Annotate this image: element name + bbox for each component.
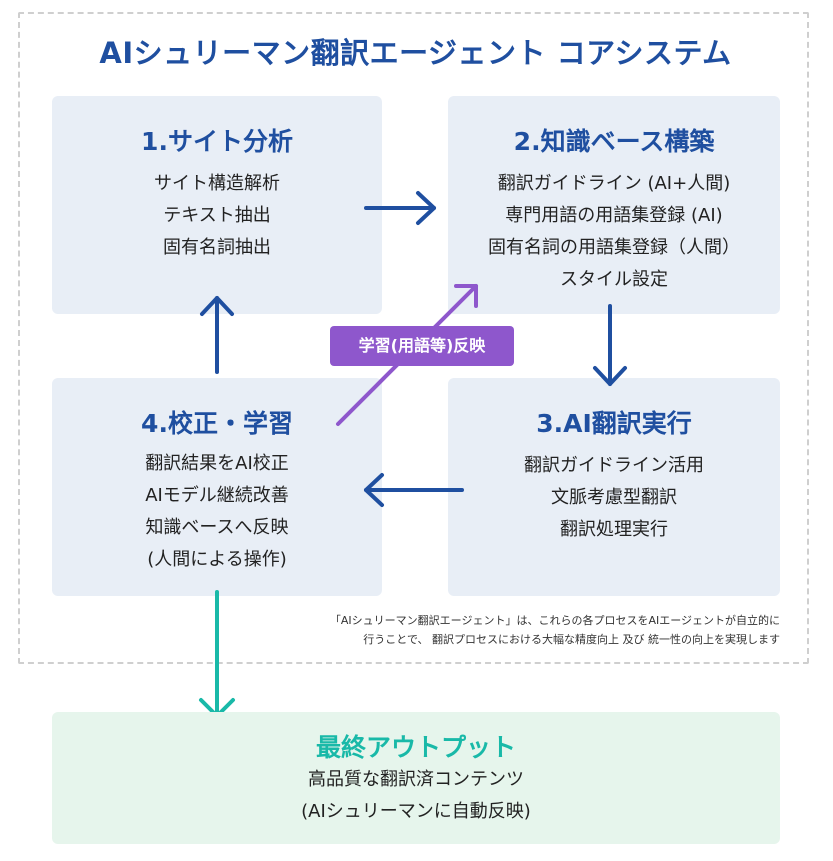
core-system-frame bbox=[18, 12, 809, 664]
step-box-proofread-learn: 4.校正・学習 翻訳結果をAI校正 AIモデル継続改善 知識ベースへ反映 (人間… bbox=[52, 378, 382, 596]
step-heading: 4.校正・学習 bbox=[141, 409, 293, 438]
note-line: 行うことで、 翻訳プロセスにおける大幅な精度向上 及び 統一性の向上を実現します bbox=[363, 633, 780, 646]
step-line: サイト構造解析 bbox=[154, 173, 280, 194]
step-line: 翻訳ガイドライン (AI+人間) bbox=[497, 173, 731, 194]
step-line: 文脈考慮型翻訳 bbox=[551, 487, 677, 508]
step-box-ai-translation: 3.AI翻訳実行 翻訳ガイドライン活用 文脈考慮型翻訳 翻訳処理実行 bbox=[448, 378, 780, 596]
diagram-title: AIシュリーマン翻訳エージェント コアシステム bbox=[99, 36, 732, 70]
step-box-site-analysis: 1.サイト分析 サイト構造解析 テキスト抽出 固有名詞抽出 bbox=[52, 96, 382, 314]
arrow-down-output-icon bbox=[199, 590, 235, 718]
system-note: 「AIシュリーマン翻訳エージェント」は、これらの各プロセスをAIエージェントが自… bbox=[240, 611, 780, 649]
step-heading: 3.AI翻訳実行 bbox=[536, 409, 692, 438]
step-line: 固有名詞抽出 bbox=[163, 237, 271, 258]
output-line: (AIシュリーマンに自動反映) bbox=[301, 801, 531, 822]
step-line: AIモデル継続改善 bbox=[145, 485, 289, 506]
arrow-left-icon bbox=[364, 473, 464, 507]
arrow-up-icon bbox=[200, 296, 234, 374]
step-line: 知識ベースへ反映 bbox=[145, 517, 289, 538]
arrow-down-icon bbox=[593, 304, 627, 386]
step-line: 専門用語の用語集登録 (AI) bbox=[505, 205, 723, 226]
step-line: 翻訳ガイドライン活用 bbox=[524, 455, 704, 476]
output-heading: 最終アウトプット bbox=[315, 733, 516, 762]
step-line: 翻訳結果をAI校正 bbox=[145, 453, 289, 474]
feedback-label-badge: 学習(用語等)反映 bbox=[330, 326, 514, 366]
output-line: 高品質な翻訳済コンテンツ bbox=[308, 769, 524, 790]
arrow-right-icon bbox=[364, 191, 436, 225]
step-line: 翻訳処理実行 bbox=[560, 519, 668, 540]
step-line: スタイル設定 bbox=[560, 269, 668, 290]
final-output-box: 最終アウトプット 高品質な翻訳済コンテンツ (AIシュリーマンに自動反映) bbox=[52, 712, 780, 844]
step-line: 固有名詞の用語集登録（人間） bbox=[488, 237, 740, 258]
step-line: (人間による操作) bbox=[147, 549, 287, 570]
step-line: テキスト抽出 bbox=[163, 205, 271, 226]
note-line: 「AIシュリーマン翻訳エージェント」は、これらの各プロセスをAIエージェントが自… bbox=[329, 614, 780, 627]
step-box-knowledge-base: 2.知識ベース構築 翻訳ガイドライン (AI+人間) 専門用語の用語集登録 (A… bbox=[448, 96, 780, 314]
step-heading: 2.知識ベース構築 bbox=[513, 127, 715, 156]
step-heading: 1.サイト分析 bbox=[141, 127, 293, 156]
